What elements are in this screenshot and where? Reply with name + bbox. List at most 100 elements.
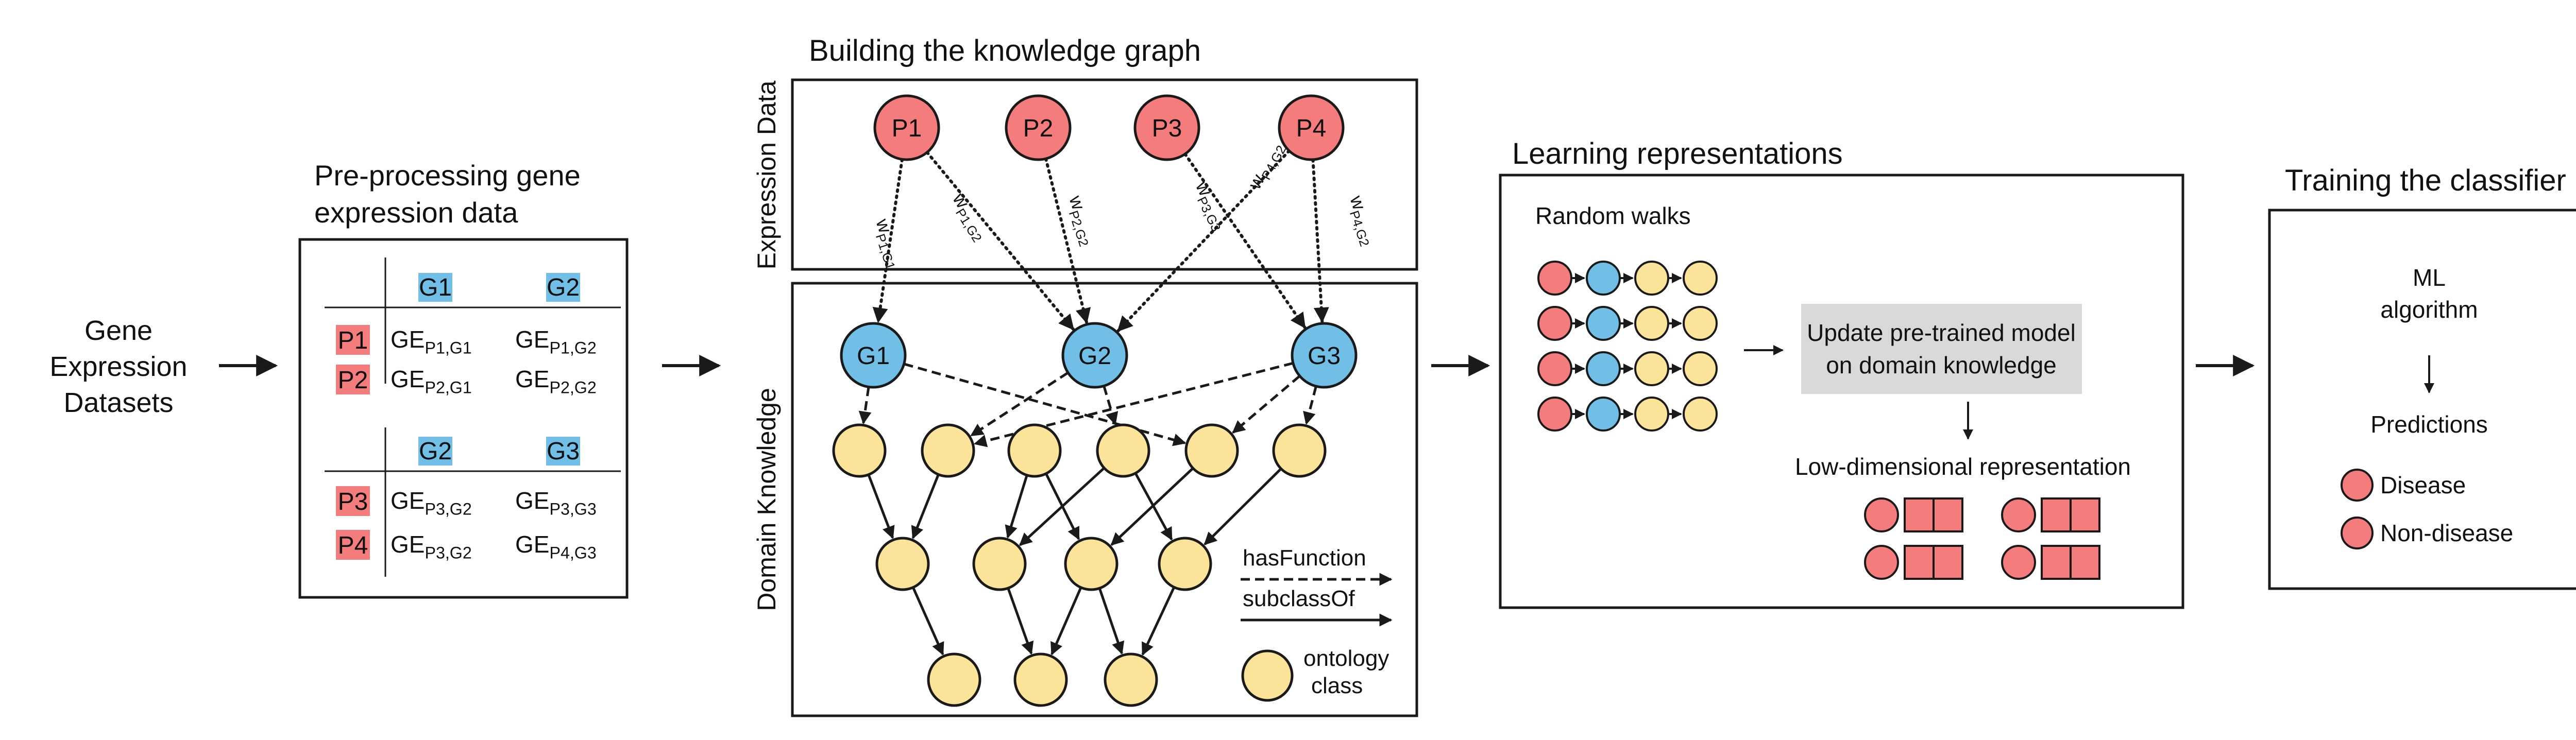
table-cell: GEP4,G3: [515, 531, 597, 562]
patient-node-label: P1: [892, 115, 922, 142]
update-model-line-2: on domain knowledge: [1826, 352, 2057, 378]
subclass-of-edge: [1141, 587, 1176, 656]
kg-title: Building the knowledge graph: [809, 34, 1201, 67]
gene-node-g1: [840, 322, 907, 389]
ontology-node: [1272, 423, 1327, 478]
row-header-bg: [336, 325, 370, 355]
embedding-vector-cell: [2070, 497, 2100, 532]
table-cell: GEP3,G3: [515, 487, 597, 519]
embedding-node: [1864, 497, 1899, 532]
embedding-node: [2001, 497, 2036, 532]
gene-node-label: G1: [857, 342, 890, 370]
expression-data-label: Expression Data: [752, 80, 781, 269]
legend-ontology-label-1: ontology: [1303, 646, 1389, 671]
legend-has-function-label: hasFunction: [1243, 545, 1366, 571]
table-cell: GEP1,G1: [391, 326, 472, 357]
walk-node: [1634, 351, 1669, 386]
has-function-edge: [904, 363, 1187, 446]
subclass-of-edge: [1005, 475, 1028, 539]
row-header-bg: [336, 530, 370, 560]
embedding-node: [2001, 545, 2036, 580]
has-function-edge: [1303, 386, 1317, 425]
patient-node-label: P4: [1296, 115, 1327, 142]
preprocess-title-line-1: Pre-processing gene: [314, 159, 581, 192]
gene-node-g3: [1291, 322, 1358, 389]
legend-ontology-class-node: [1241, 649, 1294, 702]
input-datasets-label: Gene Expression Datasets: [49, 315, 187, 418]
subclass-of-edge: [912, 587, 944, 656]
row-header-p4: P4: [338, 532, 368, 559]
gene-node-label: G2: [1078, 342, 1111, 370]
domain-knowledge-label: Domain Knowledge: [752, 388, 781, 611]
ontology-node: [1013, 652, 1068, 707]
subclass-of-edge: [1007, 588, 1034, 655]
ontology-node: [1007, 423, 1062, 478]
table-cell: GEP2,G1: [391, 366, 472, 397]
preprocess-panel: Pre-processing gene expression data G1 G2…: [298, 159, 629, 599]
patient-gene-edge: [872, 158, 904, 323]
patient-node-p3: [1133, 94, 1200, 161]
knowledge-graph-panel: Building the knowledge graph Expression …: [752, 34, 1418, 717]
walk-node: [1586, 397, 1621, 432]
column-header-g2: G2: [547, 274, 580, 301]
embedding-node: [1864, 545, 1899, 580]
embedding-vector-cell: [2041, 545, 2072, 580]
ontology-node: [1184, 423, 1239, 478]
patient-node-label: P3: [1152, 115, 1182, 142]
walk-node: [1683, 397, 1718, 432]
ontology-node: [972, 537, 1027, 591]
walk-node: [1586, 351, 1621, 386]
ml-line-2: algorithm: [2380, 296, 2478, 323]
embedding-vector-cell: [1933, 545, 1963, 580]
has-function-edge: [1103, 385, 1118, 425]
column-header-bg: [546, 273, 580, 302]
walk-node: [1634, 397, 1669, 432]
input-line-3: Datasets: [63, 387, 173, 418]
ontology-node: [1064, 537, 1118, 591]
predictions-label: Predictions: [2370, 411, 2488, 438]
walk-node: [1586, 306, 1621, 341]
patient-gene-edge: [1311, 158, 1329, 323]
preprocess-title-line-2: expression data: [314, 196, 518, 229]
ontology-node: [1104, 652, 1158, 707]
walk-node: [1683, 351, 1718, 386]
kg-edges: [858, 149, 1329, 656]
subclass-of-edge: [1098, 588, 1125, 655]
patient-node-label: P2: [1023, 115, 1054, 142]
subclass-of-edge: [1110, 467, 1194, 546]
input-line-1: Gene: [84, 315, 152, 346]
column-header-g3: G3: [547, 438, 580, 465]
walk-node: [1537, 397, 1572, 432]
walk-node: [1537, 306, 1572, 341]
random-walks: [1537, 261, 1718, 432]
patient-gene-edge: [1116, 149, 1291, 333]
walk-node: [1683, 306, 1718, 341]
patient-gene-edge: [925, 150, 1075, 331]
table-cell: GEP2,G2: [515, 366, 597, 397]
gene-node-label: G3: [1308, 342, 1341, 370]
legend-subclass-of-label: subclassOf: [1243, 586, 1355, 611]
kg-legend: hasFunction subclassOf ontology class: [1241, 545, 1393, 702]
embedding-vector-cell: [2070, 545, 2100, 580]
random-walks-label: Random walks: [1535, 202, 1691, 229]
walk-node: [1537, 261, 1572, 296]
has-function-edge: [970, 371, 1069, 437]
row-header-bg: [336, 365, 370, 394]
column-header-g1: G1: [419, 274, 452, 301]
patient-node-p1: [873, 94, 940, 161]
row-header-p2: P2: [338, 367, 368, 394]
non-disease-label: Non-disease: [2380, 520, 2513, 546]
has-function-edge: [973, 362, 1294, 448]
legend-ontology-label-2: class: [1311, 673, 1363, 698]
subclass-of-edge: [911, 474, 940, 540]
disease-marker: [2341, 469, 2374, 502]
walk-node: [1634, 306, 1669, 341]
embeddings: [1864, 497, 2100, 580]
classifier-box: [2268, 209, 2576, 590]
embedding-vector-cell: [1933, 497, 1963, 532]
walk-node: [1537, 351, 1572, 386]
table-cell: GEP1,G2: [515, 326, 597, 357]
